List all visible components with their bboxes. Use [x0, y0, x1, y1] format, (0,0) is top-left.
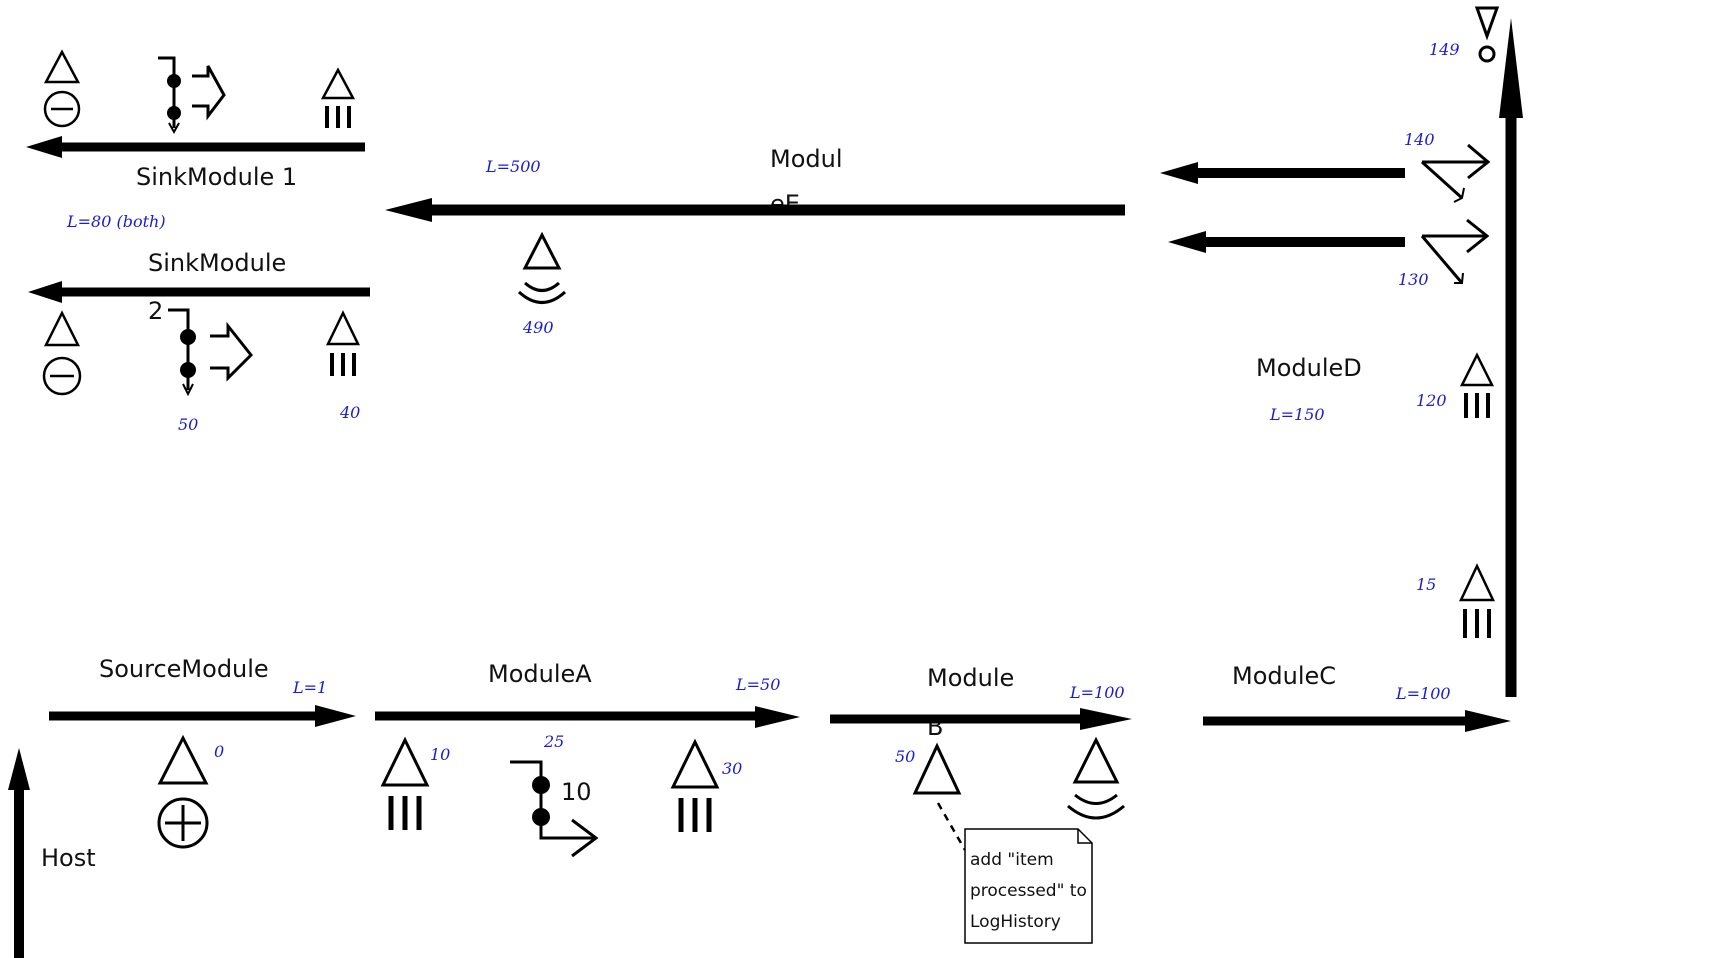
- sinkmodule-2-suffix: 2: [148, 297, 163, 325]
- module-a-arrow: [375, 706, 800, 728]
- inbound-arrow-140: [1160, 162, 1405, 184]
- sinkmodule-2-arrow: [28, 281, 370, 303]
- module-d-arrow: [1499, 18, 1523, 697]
- module-b-action-position: 50: [895, 747, 915, 766]
- host-label: Host: [41, 844, 96, 872]
- source-create-position: 0: [214, 742, 224, 761]
- sink1-delete-icon: [43, 49, 81, 128]
- module-d-label: ModuleD: [1256, 354, 1362, 382]
- note-line-1: add "item: [970, 850, 1054, 870]
- sinks-length-label: L=80 (both): [66, 212, 166, 231]
- module-b-arrow: [830, 708, 1132, 730]
- sink2-queue-position: 40: [339, 403, 360, 422]
- module-a-queue-30-position: 30: [722, 759, 742, 778]
- queue-icon-15: [1459, 563, 1495, 638]
- source-module-arrow: [49, 705, 356, 727]
- module-a-queue-10-position: 10: [430, 745, 450, 764]
- module-c-arrow: [1203, 710, 1511, 732]
- module-d-length-label: L=150: [1269, 405, 1325, 424]
- merge-icon-140: [1420, 143, 1491, 203]
- sinkmodule-2-label: SinkModule: [148, 249, 286, 277]
- queue-icon-120: [1459, 352, 1495, 418]
- module-a-split-position: 25: [543, 732, 564, 751]
- note-line-3: LogHistory: [970, 912, 1061, 932]
- sinkmodule-1-arrow: [26, 136, 365, 158]
- terminate-icon-149: [1474, 6, 1500, 63]
- source-module-label: SourceModule: [99, 655, 269, 683]
- module-e-sensor-icon: [517, 231, 567, 304]
- source-create-icon: [157, 734, 209, 849]
- source-length-label: L=1: [292, 678, 327, 697]
- module-b-length-label: L=100: [1069, 683, 1125, 702]
- sink2-queue-icon: [326, 310, 360, 376]
- sink2-split-position: 50: [178, 415, 198, 434]
- module-c-length-label: L=100: [1395, 684, 1451, 703]
- merge-140-position: 140: [1404, 130, 1435, 149]
- sink2-delete-icon: [42, 310, 82, 396]
- module-a-label: ModuleA: [488, 660, 592, 688]
- sinkmodule-1-label: SinkModule 1: [136, 163, 297, 191]
- terminate-149-position: 149: [1429, 40, 1460, 59]
- module-b-action-icon: [912, 742, 962, 795]
- note-line-2: processed" to: [970, 881, 1087, 901]
- module-b-sensor-icon: [1067, 736, 1125, 820]
- module-a-length-label: L=50: [735, 675, 780, 694]
- module-a-queue-icon-10: [380, 736, 430, 830]
- module-e-sensor-position: 490: [522, 318, 554, 337]
- module-a-split-count: 10: [561, 778, 592, 806]
- module-e-length-label: L=500: [485, 157, 541, 176]
- sink1-split-icon: [158, 56, 226, 135]
- host-arrow: [8, 748, 30, 958]
- module-a-split-icon: [510, 760, 599, 858]
- merge-icon-130: [1420, 218, 1490, 284]
- module-e-arrow: [385, 198, 1125, 222]
- module-e-label: Modul: [770, 145, 843, 173]
- sink2-split-icon: [168, 308, 254, 397]
- note-connector: [936, 802, 967, 851]
- queue-120-position: 120: [1416, 391, 1447, 410]
- inbound-arrow-130: [1168, 231, 1405, 253]
- module-b-label: Module: [927, 664, 1014, 692]
- merge-130-position: 130: [1398, 270, 1429, 289]
- module-a-queue-icon-30: [670, 738, 720, 832]
- sink1-queue-icon: [320, 67, 356, 128]
- module-c-label: ModuleC: [1232, 662, 1336, 690]
- queue-15-position: 15: [1416, 575, 1436, 594]
- log-note: add "item processed" to LogHistory: [964, 828, 1093, 944]
